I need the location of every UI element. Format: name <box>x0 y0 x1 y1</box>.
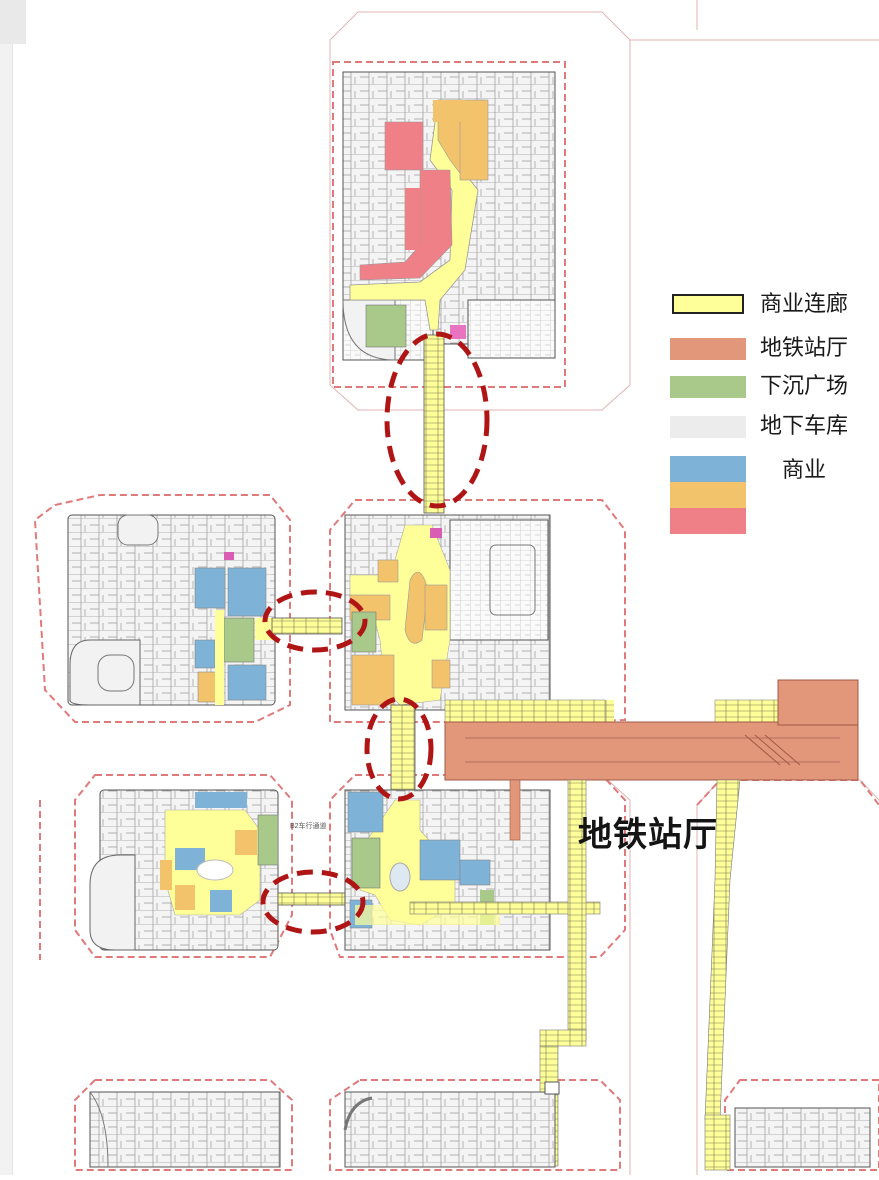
legend-label: 下沉广场 <box>760 373 849 398</box>
central-block-plan <box>344 514 551 711</box>
highlight-north-corridor <box>384 331 490 509</box>
legend-swatch-commerce-pink <box>670 508 746 534</box>
legend-swatch-garage <box>670 416 746 438</box>
corridor-to-station <box>409 699 781 915</box>
highlight-ellipses <box>260 331 490 935</box>
subway-station-label: 地铁站厅 <box>578 816 718 854</box>
left-margin-bar <box>0 0 13 1175</box>
legend-label-commerce: 商业 <box>782 457 827 482</box>
legend: 商业连廊 地铁站厅 下沉广场 地下车库 商业 <box>668 286 879 536</box>
legend-swatch-subway <box>670 338 746 360</box>
legend-label: 地下车库 <box>760 413 849 438</box>
southwest-block-plan: B2车行通道 <box>89 789 327 951</box>
plot-boundaries <box>33 61 879 1171</box>
south-blocks-plan <box>89 1081 871 1168</box>
legend-swatch-corridor <box>672 294 744 314</box>
corridor-north-link <box>423 334 445 514</box>
subway-station-hall <box>444 679 859 781</box>
legend-label: 地铁站厅 <box>760 335 849 360</box>
legend-label: 商业连廊 <box>760 291 849 316</box>
left-margin-tab <box>0 0 26 44</box>
highlight-southwest-corridor <box>260 869 366 935</box>
b2-drive-lane-note: B2车行通道 <box>290 821 327 830</box>
north-block-plan <box>342 71 556 361</box>
highlight-west-corridor <box>262 589 368 653</box>
west-block-plan <box>67 514 276 706</box>
corridor-west-link <box>271 617 343 635</box>
corridor-southwest-link <box>277 892 351 906</box>
legend-swatch-plaza <box>670 376 746 398</box>
legend-swatch-commerce-orange <box>670 482 746 508</box>
legend-swatch-commerce-blue <box>670 456 746 482</box>
highlight-central-corridor <box>364 696 434 802</box>
corridor-central-link <box>390 704 416 798</box>
